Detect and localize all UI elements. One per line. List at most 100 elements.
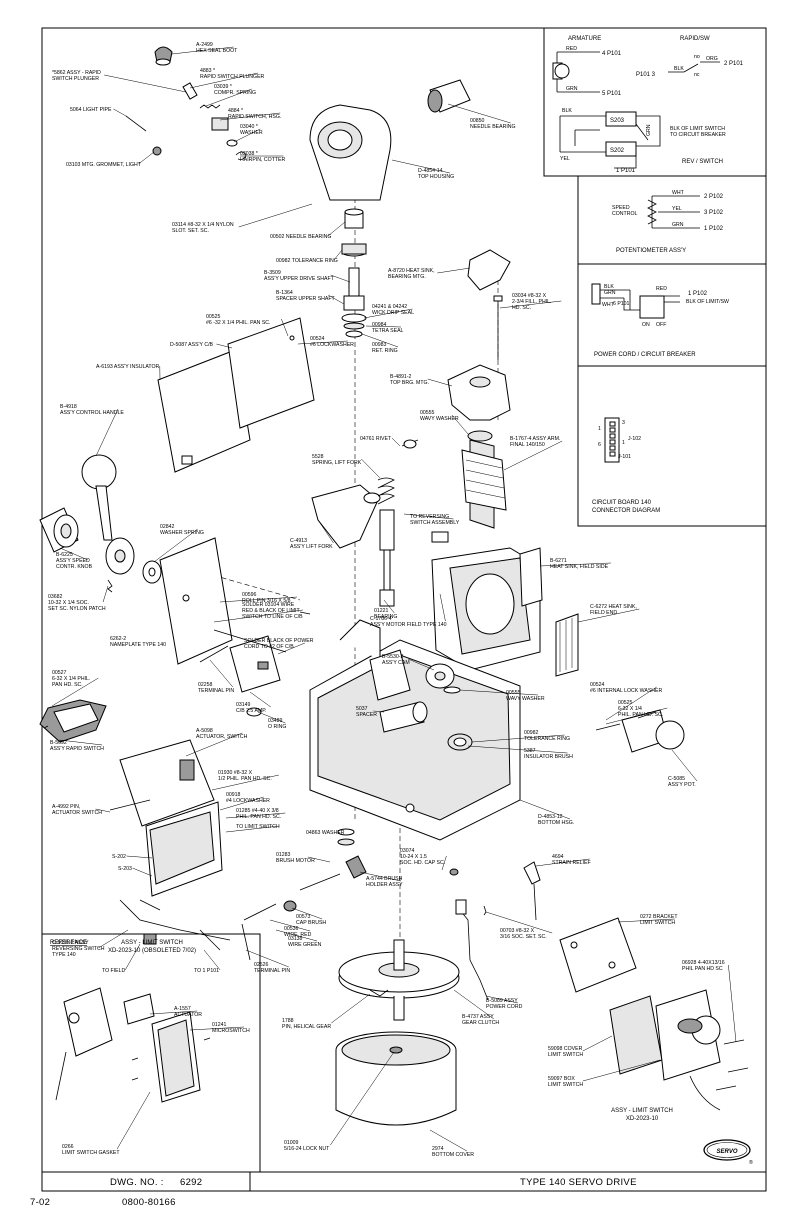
callout-text-c13: 00502 NEEDLE BEARING — [270, 234, 331, 240]
callout-line: ASS'Y UPPER DRIVE SHAFT — [264, 276, 335, 282]
pot-speed: SPEED — [612, 205, 630, 211]
callout-line: LIMIT SWITCH GASKET — [62, 1150, 120, 1156]
bottom-housing — [309, 619, 521, 841]
leader-line — [269, 919, 311, 932]
callout-c03: 4883 *RAPID SWITCH PLUNGER — [189, 68, 265, 89]
board-j101: J-101 — [618, 454, 631, 460]
callout-line: COMPR. SPRING — [214, 90, 256, 96]
callout-line: SOLDER BLACK OF POWER — [244, 638, 314, 644]
top-housing — [309, 104, 392, 201]
leader-line — [124, 943, 141, 971]
callout-line: LIMIT SWITCH — [548, 1082, 583, 1088]
callout-line: TO FIELD — [102, 968, 126, 974]
callout-line: A-1557 — [174, 1006, 191, 1012]
leader-line — [363, 308, 413, 319]
callout-line: 00918 — [226, 792, 241, 798]
leader-line — [330, 274, 351, 283]
callout-line: B-4918 — [60, 404, 77, 410]
callout-line: 6262-2 — [110, 636, 126, 642]
callout-line: 1/2 PHIL. PAN HD. SC. — [218, 776, 272, 782]
callout-line: A-6193 ASS'Y INSULATOR — [96, 364, 160, 370]
callout-line: POWER CORD — [486, 1004, 523, 1010]
callout-text-c07: 03040 *WASHER — [240, 124, 263, 136]
callout-line: 01009 — [284, 1140, 299, 1146]
callout-line: FINAL 140/150 — [510, 442, 545, 448]
callout-text-c65: 04863 WASHER — [306, 830, 345, 836]
callout-line: 04761 RIVET — [360, 436, 392, 442]
heat-sink-field-end — [555, 613, 579, 677]
hex-seal-boot — [154, 46, 173, 66]
pot-p2: 2 P102 — [704, 194, 724, 200]
callout-text-c48: 00524#6 INTERNAL LOCK WASHER — [590, 682, 663, 694]
callout-text-c60: A-4992 PIN,ACTUATOR SWITCH — [52, 804, 102, 816]
callout-line: INSULATOR BRUSH — [524, 754, 573, 760]
callout-line: 1788 — [282, 1018, 294, 1024]
leader-line — [225, 825, 280, 833]
leader-line — [359, 871, 401, 882]
leader-line — [132, 867, 153, 877]
leader-line — [361, 333, 399, 348]
callout-line: 00850 — [470, 118, 485, 124]
board-title2: CONNECTOR DIAGRAM — [592, 508, 660, 514]
callout-line: 02526 — [254, 962, 269, 968]
callout-line: 00536 — [284, 926, 299, 932]
rapid-p2: 2 P101 — [724, 61, 744, 67]
armature — [431, 430, 507, 543]
leader-line — [203, 949, 221, 971]
callout-c13: 00502 NEEDLE BEARING — [270, 221, 346, 240]
callout-line: 02258 — [198, 682, 213, 688]
callout-line: 06928 4-40X13/16 — [682, 960, 725, 966]
leader-line — [189, 1026, 244, 1031]
callout-line: B-5089 ASSY — [486, 998, 518, 1004]
callout-line: 01241 — [212, 1022, 227, 1028]
callout-line: ACTUATOR SWITCH — [52, 810, 102, 816]
lift-spring-shaft — [377, 477, 395, 607]
callout-line: BEARING MTG. — [388, 274, 426, 280]
leader-line — [391, 159, 450, 174]
rapid-org: ORG — [706, 56, 718, 62]
limit-assy-title: ASSY - LIMIT SWITCH — [611, 1108, 673, 1114]
board-pin-1: 1 — [598, 426, 601, 432]
leader-line — [617, 918, 675, 923]
armature-red-label: RED — [566, 46, 577, 52]
armature-rev-schematic: ARMATURE RAPID/SW RED GRN 4 P101 5 P101 … — [552, 36, 744, 174]
leader-line — [327, 221, 346, 237]
upper-drive-shaft — [341, 267, 367, 338]
leader-line — [485, 995, 518, 1004]
callout-line: SOC. HD. CAP SC. — [400, 860, 445, 866]
callout-line: 00524 — [590, 682, 605, 688]
callout-line: S-203 — [118, 866, 132, 872]
callout-c09: 03103 MTG. GROMMET, LIGHT — [66, 151, 155, 168]
callout-line: TO 1 P101 — [194, 968, 219, 974]
callout-c48: 00524#6 INTERNAL LOCK WASHER — [590, 682, 663, 721]
rapid-nc: nc — [694, 72, 700, 78]
